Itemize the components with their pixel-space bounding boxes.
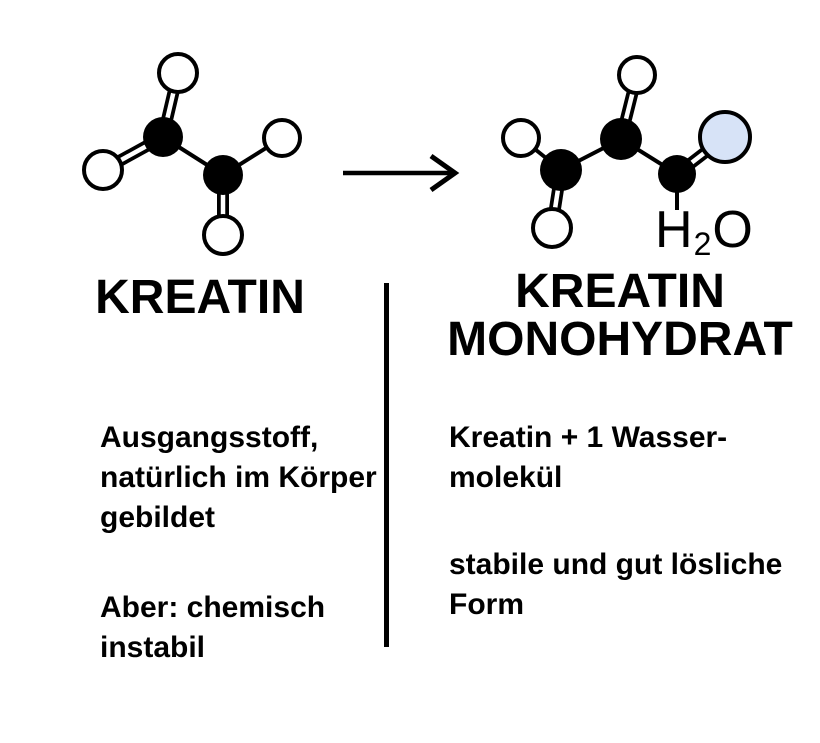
text-line: Form (449, 588, 524, 621)
monohydrat-description-2: stabile und gut lösliche Form (449, 545, 782, 625)
white-atom (531, 207, 573, 249)
text-line: Ausgangsstoff, (100, 421, 319, 454)
kreatin-title: KREATIN (95, 271, 305, 324)
carbon-atom (540, 149, 582, 191)
text-line: natürlich im Körper (100, 461, 377, 494)
divider-line (384, 283, 389, 647)
carbon-atom (658, 155, 696, 193)
h2o-h: H (655, 201, 694, 259)
text-line: molekül (449, 461, 563, 494)
white-atom (262, 118, 302, 158)
white-atom (617, 55, 657, 95)
monohydrat-description-1: Kreatin + 1 Wasser- molekül (449, 418, 727, 498)
kreatin-description-1: Ausgangsstoff, natürlich im Körper gebil… (100, 418, 377, 538)
title-line-2: MONOHYDRAT (447, 313, 793, 366)
text-line: stabile und gut lösliche (449, 548, 783, 581)
kreatin-monohydrat-molecule-diagram (501, 55, 752, 249)
h2o-subscript: 2 (693, 226, 713, 262)
carbon-atom (600, 118, 642, 160)
text-line: instabil (100, 631, 206, 664)
carbon-atom (143, 117, 183, 157)
white-atom (501, 118, 541, 158)
text-line: Aber: chemisch (100, 591, 326, 624)
h2o-label: H2O (655, 201, 754, 260)
title-line-1: KREATIN (515, 265, 725, 318)
water-atom (698, 110, 752, 164)
white-atom (157, 52, 199, 94)
kreatin-molecule-diagram (82, 52, 302, 256)
kreatin-description-2: Aber: chemisch instabil (100, 588, 325, 668)
text-line: gebildet (100, 501, 216, 534)
right-arrow-icon (343, 153, 460, 193)
kreatin-monohydrat-title: KREATIN MONOHYDRAT (420, 268, 820, 364)
text-line: Kreatin + 1 Wasser- (449, 421, 728, 454)
h2o-o: O (712, 201, 754, 259)
carbon-atom (203, 155, 243, 195)
white-atom (202, 214, 244, 256)
white-atom (82, 149, 124, 191)
